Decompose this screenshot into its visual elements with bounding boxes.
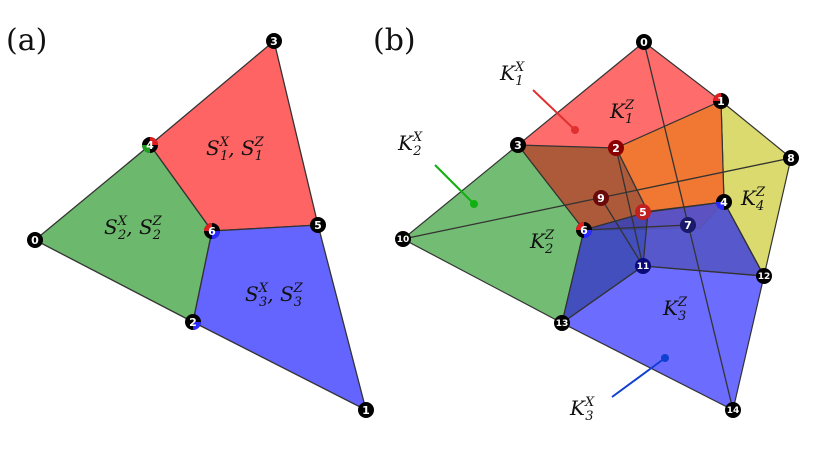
vertex-a-3: 3 <box>266 33 282 49</box>
pointer-k3x <box>611 354 669 398</box>
svg-text:7: 7 <box>684 219 692 232</box>
vertex-a-5: 5 <box>310 217 326 233</box>
region-s3 <box>192 224 367 412</box>
svg-text:5: 5 <box>314 219 322 232</box>
svg-text:8: 8 <box>787 152 795 165</box>
svg-text:11: 11 <box>637 262 650 272</box>
vertex-b-5: 5 <box>635 204 651 220</box>
vertex-b-7: 7 <box>680 217 696 233</box>
vertex-b-1: 1 <box>713 93 729 109</box>
vertex-b-3: 3 <box>510 137 526 153</box>
svg-text:6: 6 <box>580 224 588 237</box>
vertex-a-6: 6 <box>204 223 220 239</box>
svg-text:2: 2 <box>189 316 197 329</box>
svg-text:1: 1 <box>717 95 725 108</box>
svg-text:1: 1 <box>362 404 370 417</box>
vertex-b-14: 14 <box>725 402 741 418</box>
vertex-b-6: 6 <box>576 222 592 238</box>
vertex-a-0: 0 <box>27 232 43 248</box>
vertex-b-8: 8 <box>783 150 799 166</box>
svg-text:2: 2 <box>612 142 620 155</box>
pointer-k2x <box>434 164 478 208</box>
vertex-b-12: 12 <box>756 268 772 284</box>
svg-text:9: 9 <box>597 192 605 205</box>
edge-5-4 <box>642 201 725 213</box>
panel-b-label: (b) <box>373 23 416 58</box>
panel-a-label: (a) <box>6 23 47 58</box>
edge-6-7 <box>583 224 689 231</box>
svg-text:3: 3 <box>514 139 522 152</box>
vertex-b-0: 0 <box>636 34 652 50</box>
svg-text:10: 10 <box>397 235 410 245</box>
svg-text:3: 3 <box>270 35 278 48</box>
vertex-b-11: 11 <box>635 258 651 274</box>
edge-9-11 <box>600 197 644 267</box>
vertex-b-4: 4 <box>716 194 732 210</box>
vertex-a-1: 1 <box>358 402 374 418</box>
svg-text:12: 12 <box>758 272 771 282</box>
panel-b: (b) <box>373 23 799 424</box>
edge-4-12 <box>723 201 765 277</box>
svg-text:6: 6 <box>208 225 216 238</box>
edge-11-12 <box>642 265 765 277</box>
svg-text:0: 0 <box>31 234 39 247</box>
svg-text:0: 0 <box>640 36 648 49</box>
vertex-b-9: 9 <box>593 190 609 206</box>
vertex-a-2: 2 <box>185 314 201 330</box>
svg-text:14: 14 <box>727 406 740 416</box>
svg-text:13: 13 <box>556 319 569 329</box>
vertex-b-2: 2 <box>608 140 624 156</box>
edge-11-13 <box>561 265 644 324</box>
pointer-k1x <box>532 89 579 134</box>
svg-text:4: 4 <box>146 139 154 152</box>
svg-text:5: 5 <box>639 206 647 219</box>
vertex-b-10: 10 <box>395 231 411 247</box>
edge-2-11 <box>615 147 644 267</box>
vertex-b-13: 13 <box>554 315 570 331</box>
svg-text:4: 4 <box>720 196 728 209</box>
vertex-a-4: 4 <box>142 137 158 153</box>
